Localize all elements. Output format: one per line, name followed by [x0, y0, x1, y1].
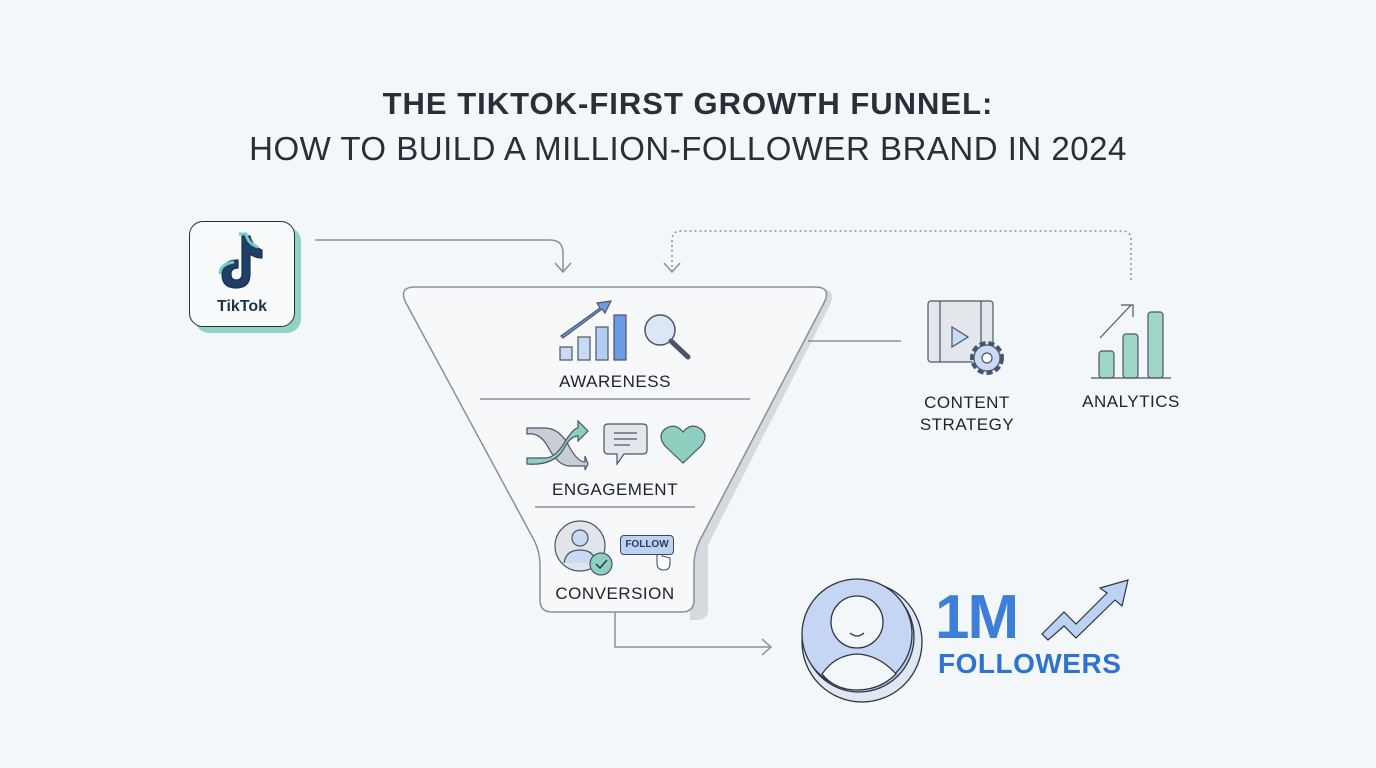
tiktok-label: TikTok — [216, 298, 268, 315]
stage-awareness-label: AWARENESS — [559, 372, 671, 391]
content-strategy-line-2: STRATEGY — [919, 415, 1015, 434]
trend-arrow-icon — [1041, 579, 1129, 641]
video-gear-icon — [927, 300, 1004, 375]
title-line-2: HOW TO BUILD A MILLION-FOLLOWER BRAND IN… — [249, 130, 1127, 167]
arrowhead — [761, 638, 773, 656]
stage-engagement-label: ENGAGEMENT — [552, 480, 678, 499]
follow-button: FOLLOW — [620, 535, 674, 555]
analytics-label: ANALYTICS — [1082, 392, 1180, 411]
follower-avatar-icon — [801, 578, 923, 703]
feedback-dotted-arrow — [671, 230, 1132, 280]
bar-chart-trend-icon — [559, 300, 627, 361]
shuffle-icon — [526, 419, 589, 471]
arrowhead — [663, 262, 681, 274]
funnel-shadow — [690, 287, 832, 620]
arrowhead — [554, 262, 572, 274]
user-check-icon — [554, 520, 613, 576]
tiktok-source-card: TikTok — [189, 221, 295, 327]
content-strategy-line-1: CONTENT — [924, 393, 1010, 412]
comment-icon — [603, 423, 648, 466]
follower-count: 1M — [935, 583, 1019, 652]
magnifier-icon — [644, 314, 691, 360]
analytics-chart-icon — [1091, 304, 1171, 379]
followers-label: FOLLOWERS — [938, 648, 1122, 679]
stage-conversion-label: CONVERSION — [555, 584, 675, 603]
arrow-to-followers — [614, 612, 770, 648]
content-strategy-label: CONTENT STRATEGY — [887, 392, 1047, 436]
tiktok-logo-icon — [218, 232, 263, 289]
arrow-tiktok-to-funnel — [315, 239, 564, 272]
title-line-1: THE TIKTOK-FIRST GROWTH FUNNEL: — [382, 86, 994, 121]
heart-icon — [660, 425, 706, 464]
